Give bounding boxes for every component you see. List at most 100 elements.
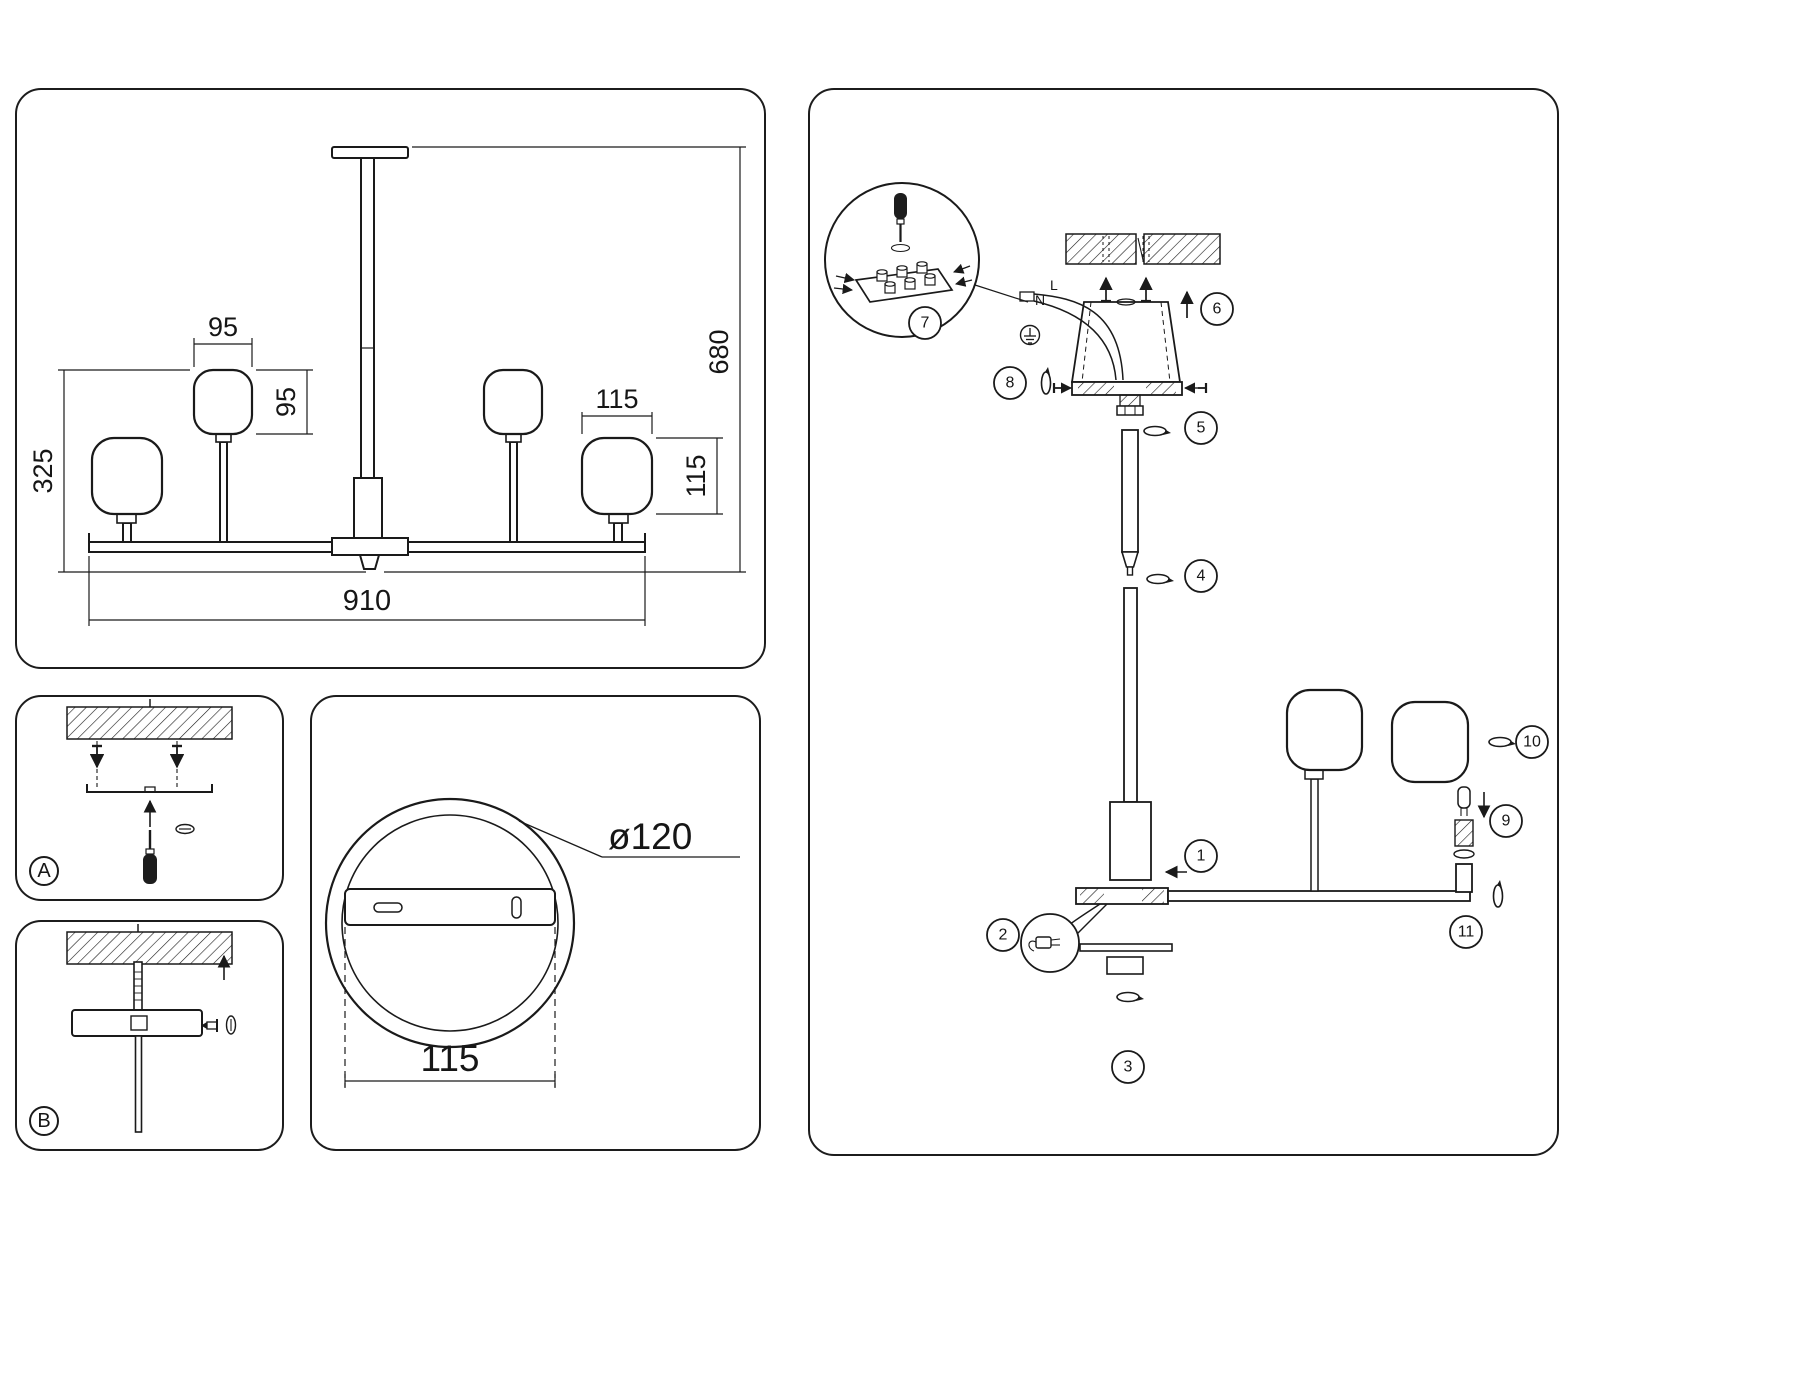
stem-upper-left [219,441,228,543]
shade-3 [482,368,544,436]
mounting-a-drawing: A [29,699,233,886]
step-number: 10 [1523,734,1541,751]
socket-3 [505,433,522,443]
socket-stack [1453,786,1475,859]
rotation-icon [1143,425,1172,437]
dimension-lines [58,146,746,626]
side-screw [201,1019,218,1032]
screwdriver-icon [890,193,911,253]
screw-head-icon [175,823,195,835]
strap-slot-horizontal [373,902,403,913]
spacing-label: 115 [421,1038,480,1079]
dimensions-panel: 95 95 115 115 325 680 910 [15,88,766,669]
mounting-method-b-panel: B [15,920,284,1151]
ceiling-hatch [66,931,233,965]
center-hub [353,477,383,541]
mounting-strap [344,888,556,926]
ceiling-canopy [331,146,409,159]
screw-rotation-icon [225,1015,237,1035]
dimension-labels: 95 95 115 115 325 680 910 [28,312,734,617]
wire-live-label: L [1050,277,1058,293]
method-a-badge: A [29,856,59,886]
stem-lower-right [613,522,623,543]
dim-lower-shade-width: 115 [595,384,638,414]
bracket-screws [1099,276,1153,303]
step-number: 6 [1213,301,1222,318]
shade-2 [192,368,254,436]
ground-icon [1019,324,1041,346]
rotation-icon [1492,879,1504,908]
hub-plate [331,537,409,556]
assembly-steps-panel: L N [808,88,1559,1156]
mounting-screws [89,744,185,769]
upper-rod [1120,429,1140,576]
dim-total-width: 910 [343,585,391,617]
spacing-dimension [344,927,556,1088]
mounting-bracket [86,784,213,793]
terminal-magnifier [824,182,1029,338]
arm-elbow [1455,863,1473,893]
glass-shade [1285,688,1364,772]
socket-2 [215,433,232,443]
step-badge-10: 10 [1515,725,1549,759]
chandelier-outline [88,146,654,570]
threaded-rod [133,961,143,1011]
rotation-icon [1488,736,1517,748]
center-hub [1109,801,1152,881]
screw-guide-lines [96,741,178,789]
step-badge-6: 6 [1200,292,1234,326]
mains-wiring [1019,291,1124,381]
method-b-label: B [37,1110,50,1132]
method-a-label: A [37,860,51,882]
step-badge-11: 11 [1449,915,1483,949]
threaded-socket [1454,819,1474,847]
wire-arrows [833,263,973,295]
magnifier-leader [974,284,1029,303]
step-badge-9: 9 [1489,804,1523,838]
canopy-outer-circle [324,797,576,1049]
hanging-rod [360,157,375,481]
socket-nut [1453,849,1475,859]
rotation-icon [1116,991,1145,1003]
method-b-badge: B [29,1106,59,1136]
step-number: 7 [921,315,930,332]
mounting-method-a-panel: A [15,695,284,901]
bulb-icon [1457,786,1471,809]
strap-slot-vertical [511,896,522,919]
screwdriver-icon [143,830,157,884]
stem-upper-right [509,441,518,543]
canopy-detail-panel: 115 ø120 [310,695,761,1151]
dim-body-drop: 325 [28,448,58,493]
terminal-posts [876,261,936,294]
drill-hole-guides [1102,236,1150,262]
shade-socket [1304,769,1324,780]
step-number: 9 [1502,813,1511,830]
bottom-finial [358,554,381,570]
plate-side-screws [1052,382,1208,394]
dim-upper-shade-width: 95 [208,312,238,342]
step-number: 5 [1197,420,1206,437]
diameter-label: ø120 [608,816,692,857]
ceiling-hatch [1065,233,1221,265]
shade-4 [580,436,654,516]
terminal-block-small [1019,291,1035,302]
rod-below-plate [134,1035,143,1133]
ceiling-bracket [1070,298,1182,383]
canopy-detail-drawing: 115 ø120 [324,797,740,1088]
canopy-inner-circle [341,814,559,1032]
hub-plate [1075,887,1169,905]
step-number: 3 [1124,1059,1133,1076]
step-badges: 1 2 3 4 5 6 7 8 9 10 11 [908,292,1549,1084]
assembly-exploded-drawing: L N [824,182,1549,1084]
canopy-plate [1071,381,1183,396]
step-badge-2: 2 [986,918,1020,952]
shade-stem [1310,778,1319,892]
chandelier-dimension-drawing: 95 95 115 115 325 680 910 [28,146,746,626]
bracket-center-notch [144,786,156,792]
step-badge-3: 3 [1111,1050,1145,1084]
wire-neutral-label: N [1035,292,1045,308]
step-badge-8: 8 [993,366,1027,400]
rotation-icon [1040,366,1052,395]
step-badge-7: 7 [908,306,942,340]
